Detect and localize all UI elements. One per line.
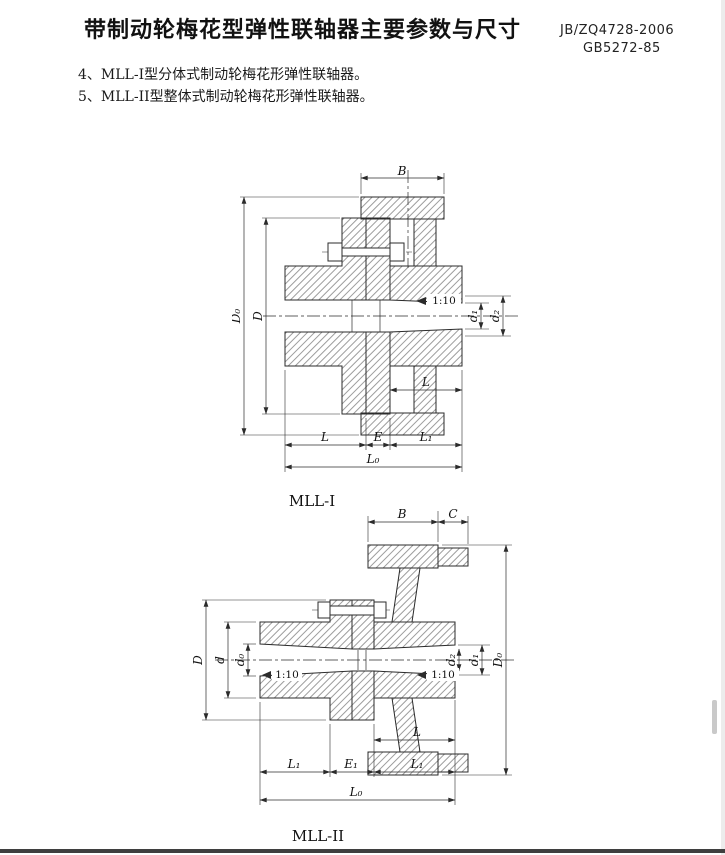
figure1-caption: MLL-I bbox=[288, 492, 336, 510]
note-line-4: 4、MLL-I型分体式制动轮梅花形弹性联轴器。 bbox=[78, 67, 369, 83]
dim-label-E1: E₁ bbox=[343, 757, 358, 771]
dimension-labels: B C D₀ d₁ d₂ D d d₀ L L₁ E₁ L₁ L₀ bbox=[192, 507, 505, 799]
taper-callout-left: 1:10 bbox=[262, 668, 302, 681]
dim-label-L: L bbox=[320, 430, 329, 444]
dim-label-L1: L₁ bbox=[419, 430, 433, 444]
left-half-coupling-section bbox=[284, 217, 367, 415]
figure-mll-1-drawing: 1:10 B D₀ D d₁ d₂ L L E L₁ L₀ bbox=[232, 164, 520, 472]
taper-label-right: 1:10 bbox=[431, 669, 455, 681]
scan-edge-right bbox=[721, 0, 725, 855]
dim-label-C: C bbox=[448, 507, 457, 521]
taper-callout: 1:10 bbox=[416, 294, 461, 308]
flange-bolt bbox=[327, 242, 405, 262]
taper-label-left: 1:10 bbox=[275, 669, 299, 681]
page-title: 带制动轮梅花型弹性联轴器主要参数与尺寸 bbox=[84, 18, 522, 43]
dim-label-d2: d₂ bbox=[488, 310, 502, 323]
dim-label-d1: d₁ bbox=[467, 654, 481, 667]
dim-label-L1-right: L₁ bbox=[410, 757, 424, 771]
dim-label-E: E bbox=[373, 430, 383, 444]
scan-edge-bottom bbox=[0, 849, 725, 853]
dim-label-d1: d₁ bbox=[466, 310, 480, 323]
dim-label-d0: d₀ bbox=[233, 654, 247, 667]
dim-label-d: d bbox=[213, 656, 227, 664]
dim-label-D0: D₀ bbox=[232, 309, 243, 325]
dim-label-L0: L₀ bbox=[349, 785, 363, 799]
figure-mll-2-drawing: 1:10 1:10 B C D₀ d₁ d₂ D d d₀ L L₁ E₁ L₁… bbox=[192, 507, 516, 805]
dimension-lines bbox=[202, 511, 512, 805]
dimension-lines bbox=[240, 173, 511, 472]
dim-label-L0: L₀ bbox=[366, 452, 380, 466]
dim-label-L1-left: L₁ bbox=[287, 757, 301, 771]
dim-label-L-hub: L bbox=[412, 725, 421, 739]
dimension-labels: B D₀ D d₁ d₂ L L E L₁ L₀ bbox=[232, 164, 502, 466]
note-line-5: 5、MLL-II型整体式制动轮梅花形弹性联轴器。 bbox=[78, 89, 374, 105]
brake-wheel-half-section bbox=[351, 196, 463, 436]
dim-label-B: B bbox=[397, 164, 407, 178]
dim-label-D0: D₀ bbox=[491, 653, 505, 669]
flange-bolt bbox=[317, 601, 387, 619]
standard-ref-2: GB5272-85 bbox=[583, 41, 661, 56]
scan-artifact bbox=[712, 700, 717, 734]
dim-label-D: D bbox=[192, 655, 205, 666]
dim-label-D: D bbox=[251, 311, 265, 322]
taper-label: 1:10 bbox=[432, 295, 456, 307]
dim-label-d2: d₂ bbox=[444, 654, 458, 667]
dim-label-L-hub: L bbox=[421, 375, 430, 389]
dim-label-B: B bbox=[397, 507, 407, 521]
figure2-caption: MLL-II bbox=[291, 827, 345, 845]
taper-callout-right: 1:10 bbox=[417, 668, 459, 681]
standard-ref-1: JB/ZQ4728-2006 bbox=[560, 23, 675, 38]
